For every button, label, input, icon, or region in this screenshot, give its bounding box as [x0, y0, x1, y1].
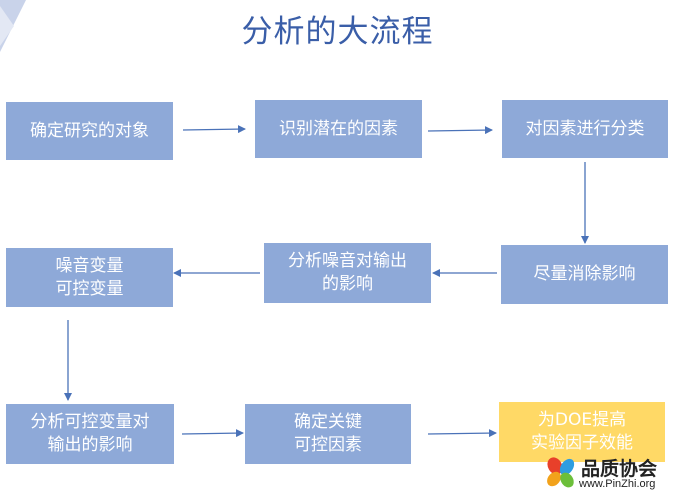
arrow-analyze-to-key: [181, 429, 244, 438]
arrow-key-to-doe: [427, 429, 497, 438]
node-label: 噪音变量 可控变量: [55, 255, 124, 299]
node-eliminate-impact: 尽量消除影响: [501, 245, 668, 304]
pinzhi-logo-icon: [547, 457, 575, 488]
node-classify-factors: 对因素进行分类: [502, 100, 668, 158]
arrow-object-to-identify: [182, 125, 246, 134]
node-label: 识别潜在的因素: [279, 118, 398, 139]
node-determine-object: 确定研究的对象: [6, 102, 173, 160]
node-label: 确定研究的对象: [30, 120, 149, 141]
node-identify-factors: 识别潜在的因素: [255, 100, 422, 158]
watermark: 品质协会 www.PinZhi.org: [543, 454, 671, 494]
page-title: 分析的大流程: [241, 14, 434, 50]
corner-decoration: [0, 0, 26, 52]
node-label: 对因素进行分类: [525, 118, 645, 139]
watermark-url: www.PinZhi.org: [579, 478, 656, 490]
node-key-controllable: 确定关键 可控因素: [245, 404, 411, 464]
arrow-identify-to-classify: [427, 126, 493, 135]
node-label: 尽量消除影响: [533, 264, 636, 284]
node-label: 分析可控变量对 输出的影响: [30, 412, 150, 455]
node-noise-controllable: 噪音变量 可控变量: [6, 248, 173, 307]
node-label: 分析噪音对输出 的影响: [288, 251, 407, 294]
watermark-name: 品质协会: [581, 458, 658, 480]
node-analyze-noise: 分析噪音对输出 的影响: [264, 243, 431, 303]
node-doe-efficiency: 为DOE提高 实验因子效能: [499, 402, 665, 462]
node-analyze-controllable: 分析可控变量对 输出的影响: [6, 404, 174, 464]
node-label: 为DOE提高 实验因子效能: [531, 410, 633, 453]
node-label: 确定关键 可控因素: [294, 412, 362, 455]
